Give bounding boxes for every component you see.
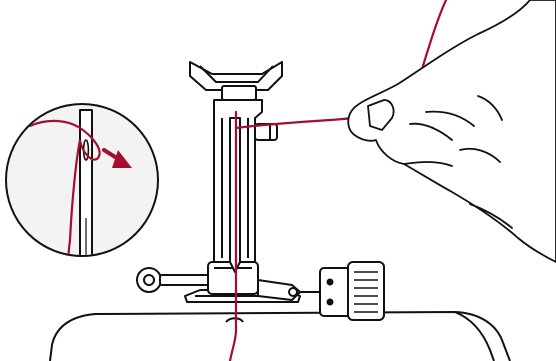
needle-eye-inset <box>6 104 158 264</box>
machine-head <box>50 312 510 361</box>
presser-foot-assembly <box>137 262 384 320</box>
hand-outline <box>348 0 556 262</box>
hand <box>348 0 556 262</box>
machine-head-outline <box>50 312 510 361</box>
